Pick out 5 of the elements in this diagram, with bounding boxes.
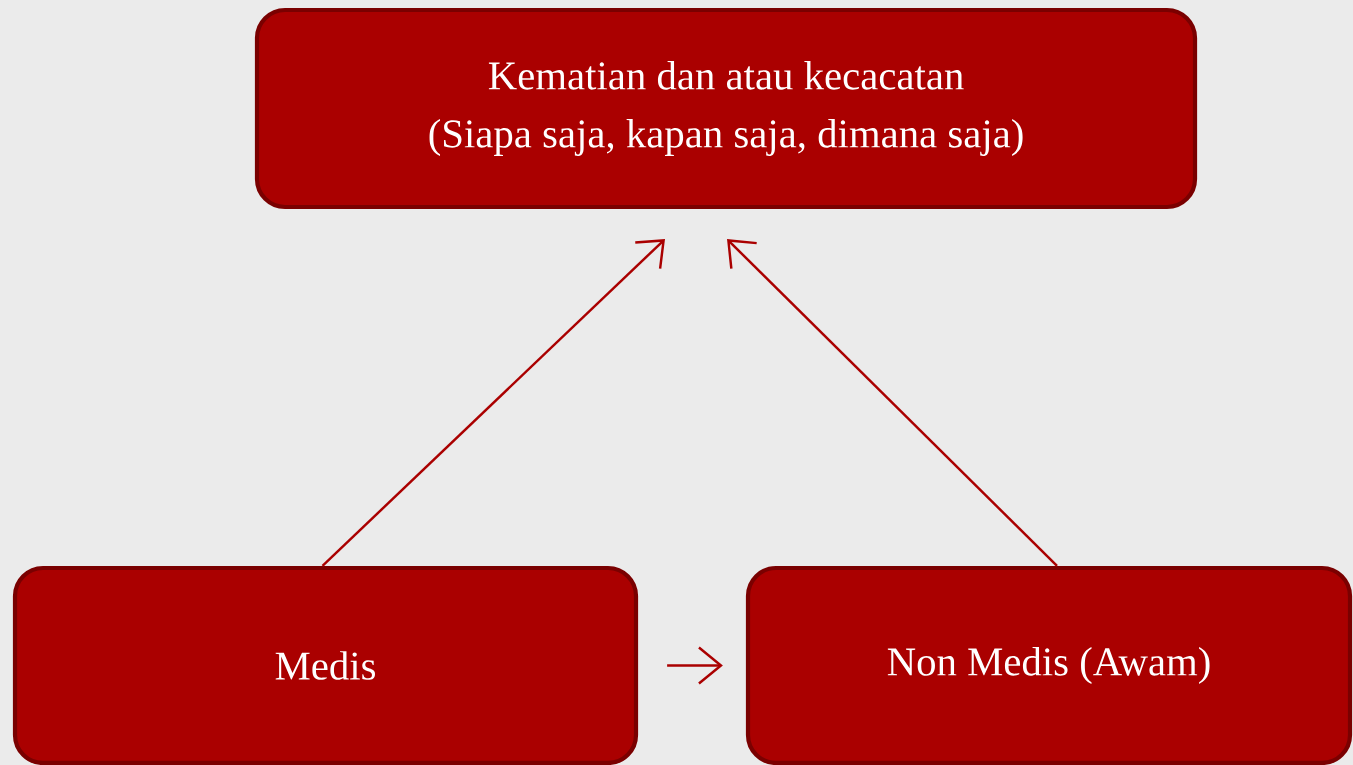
process-box: Medis <box>12 565 639 765</box>
process-box: Kematian dan atau kecacatan (Siapa saja, kapan saja, dimana saja) <box>254 7 1198 210</box>
arrow <box>727 239 1058 567</box>
arrow <box>321 239 665 567</box>
process-box: Non Medis (Awam) <box>745 565 1353 765</box>
